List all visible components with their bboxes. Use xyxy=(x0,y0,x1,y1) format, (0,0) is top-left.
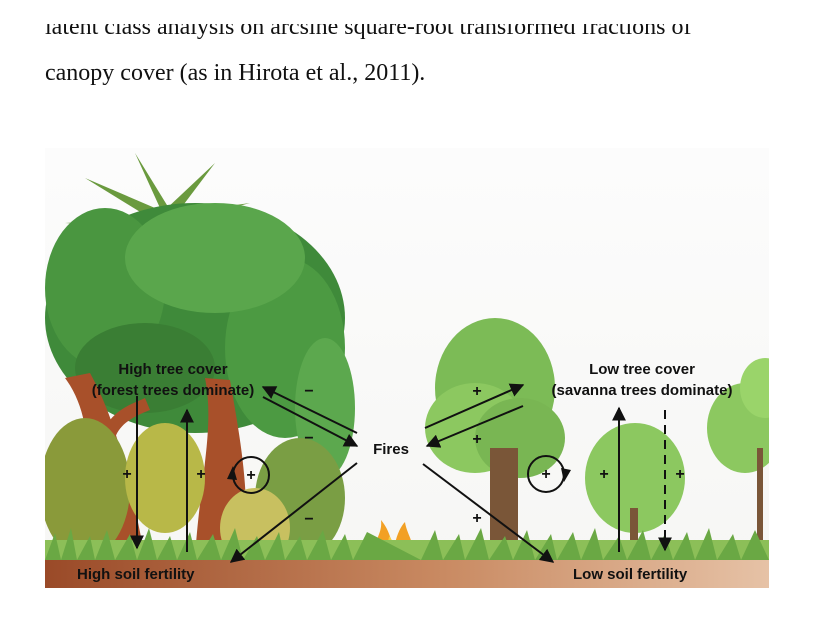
vegetation-fire-feedback-diagram: High tree cover (forest trees dominate) … xyxy=(45,148,769,588)
high-tree-cover-label: High tree cover xyxy=(118,361,227,378)
arrow-high-tree-cover-to-fires xyxy=(262,396,359,447)
arrow-fires-to-low-soil-fertility xyxy=(422,463,555,563)
sign-soil-to-forest: + xyxy=(196,466,205,483)
low-tree-cover-sublabel: (savanna trees dominate) xyxy=(552,382,733,399)
high-soil-fertility-label: High soil fertility xyxy=(77,566,195,583)
savanna-feedback-loop xyxy=(527,455,571,493)
arrow-fires-to-low-tree-cover xyxy=(424,383,525,429)
caption-line-1: latent class analysis on arcsine square-… xyxy=(45,24,692,40)
arrow-low-tree-cover-to-fires xyxy=(425,405,524,448)
sign-fires-to-low-tree-cover: + xyxy=(472,383,481,400)
high-tree-cover-sublabel: (forest trees dominate) xyxy=(92,382,255,399)
low-tree-cover-label: Low tree cover xyxy=(589,361,695,378)
understory-plants xyxy=(45,418,345,568)
sign-savanna-to-soil: + xyxy=(675,466,684,483)
arrow-fires-to-high-soil-fertility xyxy=(229,462,358,563)
arrow-fires-to-high-tree-cover xyxy=(261,386,358,434)
sign-soil-to-savanna: + xyxy=(599,466,608,483)
sign-forest-to-soil: + xyxy=(122,466,131,483)
caption-line-2: canopy cover (as in Hirota et al., 2011)… xyxy=(45,60,426,86)
sign-fire-to-high-soil: − xyxy=(304,511,313,528)
savanna-shrub-illustration xyxy=(585,358,769,558)
forest-feedback-loop xyxy=(227,456,270,494)
sign-forest-to-fire: − xyxy=(304,430,313,447)
savanna-tree-illustration xyxy=(425,318,565,558)
fires-label: Fires xyxy=(373,441,409,458)
grass-strip xyxy=(45,528,769,560)
sign-low-tree-cover-to-fires: + xyxy=(472,431,481,448)
sign-fire-to-low-soil: + xyxy=(472,510,481,527)
soil-fertility-gradient-bar xyxy=(45,560,769,588)
sign-forest-feedback: + xyxy=(246,467,255,484)
sign-fire-to-forest: − xyxy=(304,383,313,400)
diagram-canvas: High tree cover (forest trees dominate) … xyxy=(45,148,769,588)
low-soil-fertility-label: Low soil fertility xyxy=(573,566,688,583)
sign-savanna-feedback: + xyxy=(541,466,550,483)
